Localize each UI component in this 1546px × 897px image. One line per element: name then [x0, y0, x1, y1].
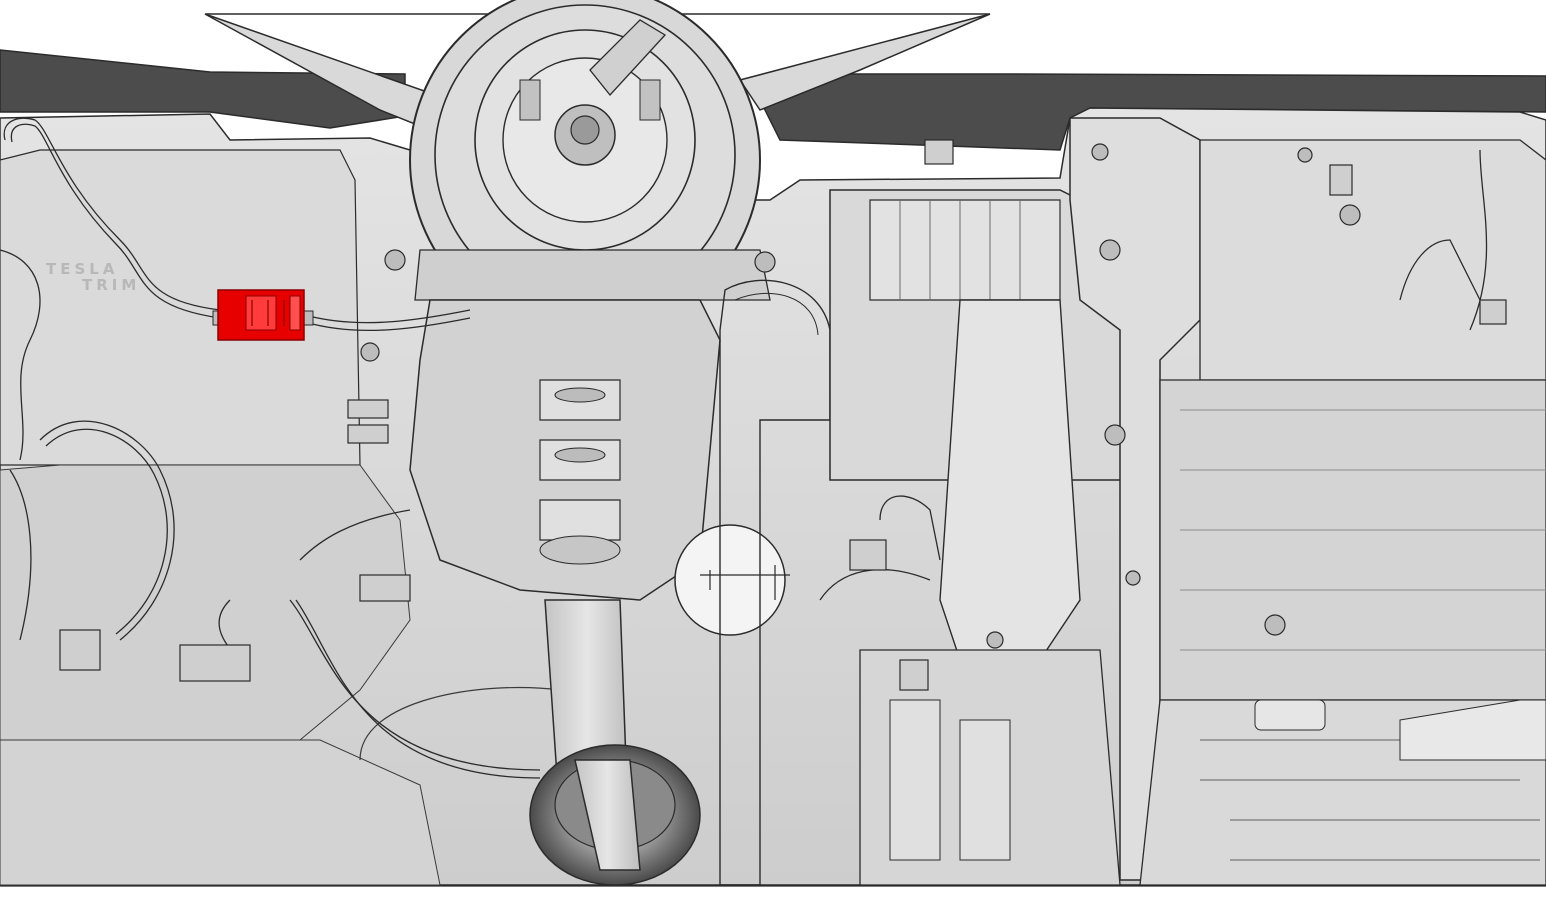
left-trim-panel — [0, 149, 361, 466]
steering-column-electrical-connector — [212, 289, 314, 341]
center-strut — [939, 299, 1081, 661]
panel-stamp-line1: TESLA — [46, 260, 118, 278]
steering-wheel-spoke-right — [738, 13, 991, 111]
access-hole — [674, 524, 786, 636]
connector-icon — [59, 139, 1507, 691]
bolt-icon — [360, 143, 1361, 649]
steering-column-shroud-icon — [409, 0, 771, 336]
left-lower-panel — [0, 464, 411, 741]
grommet-icon — [529, 744, 701, 886]
vertical-tube — [719, 279, 831, 886]
panel-stamp-line2: TRIM — [82, 276, 140, 294]
